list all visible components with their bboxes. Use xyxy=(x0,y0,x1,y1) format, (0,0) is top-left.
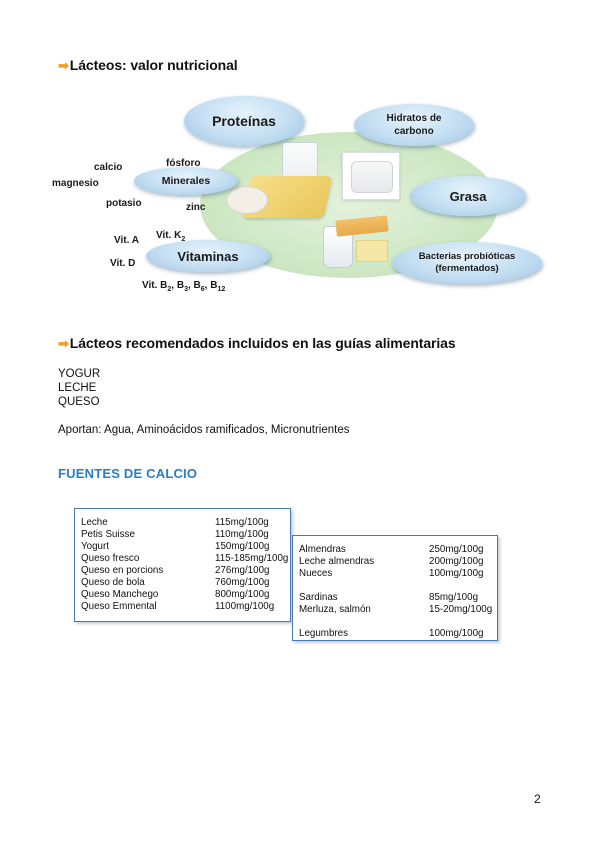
arrow-right-icon: ➡ xyxy=(58,58,69,73)
grasa-oval: Grasa xyxy=(410,176,526,216)
proteinas-label: Proteínas xyxy=(212,113,276,129)
yogurt-jar-image xyxy=(342,152,400,200)
vit-b-label: Vit. B2, B3, B6, B12 xyxy=(142,280,226,293)
bacterias-oval: Bacterias probióticas (fermentados) xyxy=(392,242,542,284)
page-number: 2 xyxy=(534,792,541,806)
table-row-spacer xyxy=(299,616,497,628)
proteinas-oval: Proteínas xyxy=(184,96,304,146)
section-heading-valor-nutricional: ➡Lácteos: valor nutricional xyxy=(58,57,238,74)
zinc-label: zinc xyxy=(186,202,206,213)
aportan-text: Aportan: Agua, Aminoácidos ramificados, … xyxy=(58,424,350,436)
calcio-section-title: FUENTES DE CALCIO xyxy=(58,466,198,481)
vit-d-label: Vit. D xyxy=(110,258,136,269)
fosforo-label: fósforo xyxy=(166,158,201,169)
section-heading-text: Lácteos: valor nutricional xyxy=(69,57,238,73)
vitaminas-oval: Vitaminas xyxy=(146,240,270,272)
magnesio-label: magnesio xyxy=(52,178,99,189)
dairy-item: YOGUR xyxy=(58,368,101,380)
table-row-spacer xyxy=(299,580,497,592)
bacterias-label-line1: Bacterias probióticas xyxy=(418,251,516,262)
section-heading-guias-alimentarias: ➡Lácteos recomendados incluidos en las g… xyxy=(58,335,456,352)
vitaminas-label: Vitaminas xyxy=(177,248,239,264)
bacterias-label-line2: (fermentados) xyxy=(435,263,499,274)
arrow-right-icon: ➡ xyxy=(58,336,69,351)
minerales-oval: Minerales xyxy=(134,167,238,195)
dairy-item: LECHE xyxy=(58,382,97,394)
calcio-label: calcio xyxy=(94,162,123,173)
minerales-label: Minerales xyxy=(161,175,211,187)
cheese-wedge-image xyxy=(226,186,268,214)
hidratos-label-line2: carbono xyxy=(394,126,434,137)
butter-image xyxy=(356,240,388,262)
potasio-label: potasio xyxy=(106,198,142,209)
dairy-list: YOGUR LECHE QUESO xyxy=(58,367,100,409)
hidratos-oval: Hidratos de carbono xyxy=(354,104,474,146)
dairy-item: QUESO xyxy=(58,396,100,408)
grasa-label: Grasa xyxy=(449,188,487,204)
vit-k-label: Vit. K2 xyxy=(156,230,186,243)
nutrition-diagram: Proteínas Hidratos de carbono Grasa Bact… xyxy=(50,92,560,312)
hidratos-label-line1: Hidratos de xyxy=(386,113,442,124)
section-heading-text: Lácteos recomendados incluidos en las gu… xyxy=(69,335,456,351)
vit-a-label: Vit. A xyxy=(114,235,140,246)
